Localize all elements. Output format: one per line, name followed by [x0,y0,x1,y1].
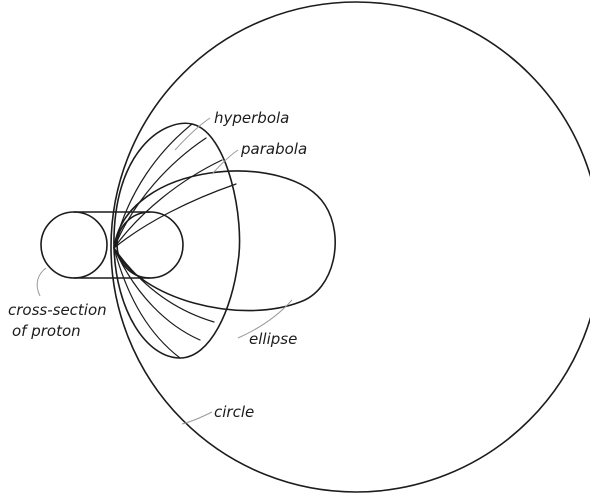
ellipse-label: ellipse [249,330,297,348]
parabola-orbit [114,123,240,358]
hyperbola-label: hyperbola [214,109,289,127]
hyperbola-branch-upper-4 [114,184,236,248]
proton-leader [37,268,46,296]
circle-label: circle [214,403,254,421]
proton-circle-left [41,212,107,278]
cross-section-label-line2: of proton [12,322,81,340]
cross-section-label-line1: cross-section [8,301,107,319]
hyperbola-branch-lower-2 [114,248,200,340]
hyperbola-branch-lower-3 [114,248,214,322]
proton-circle-right [117,212,183,278]
parabola-label: parabola [240,140,307,158]
circle-leader [182,412,212,424]
